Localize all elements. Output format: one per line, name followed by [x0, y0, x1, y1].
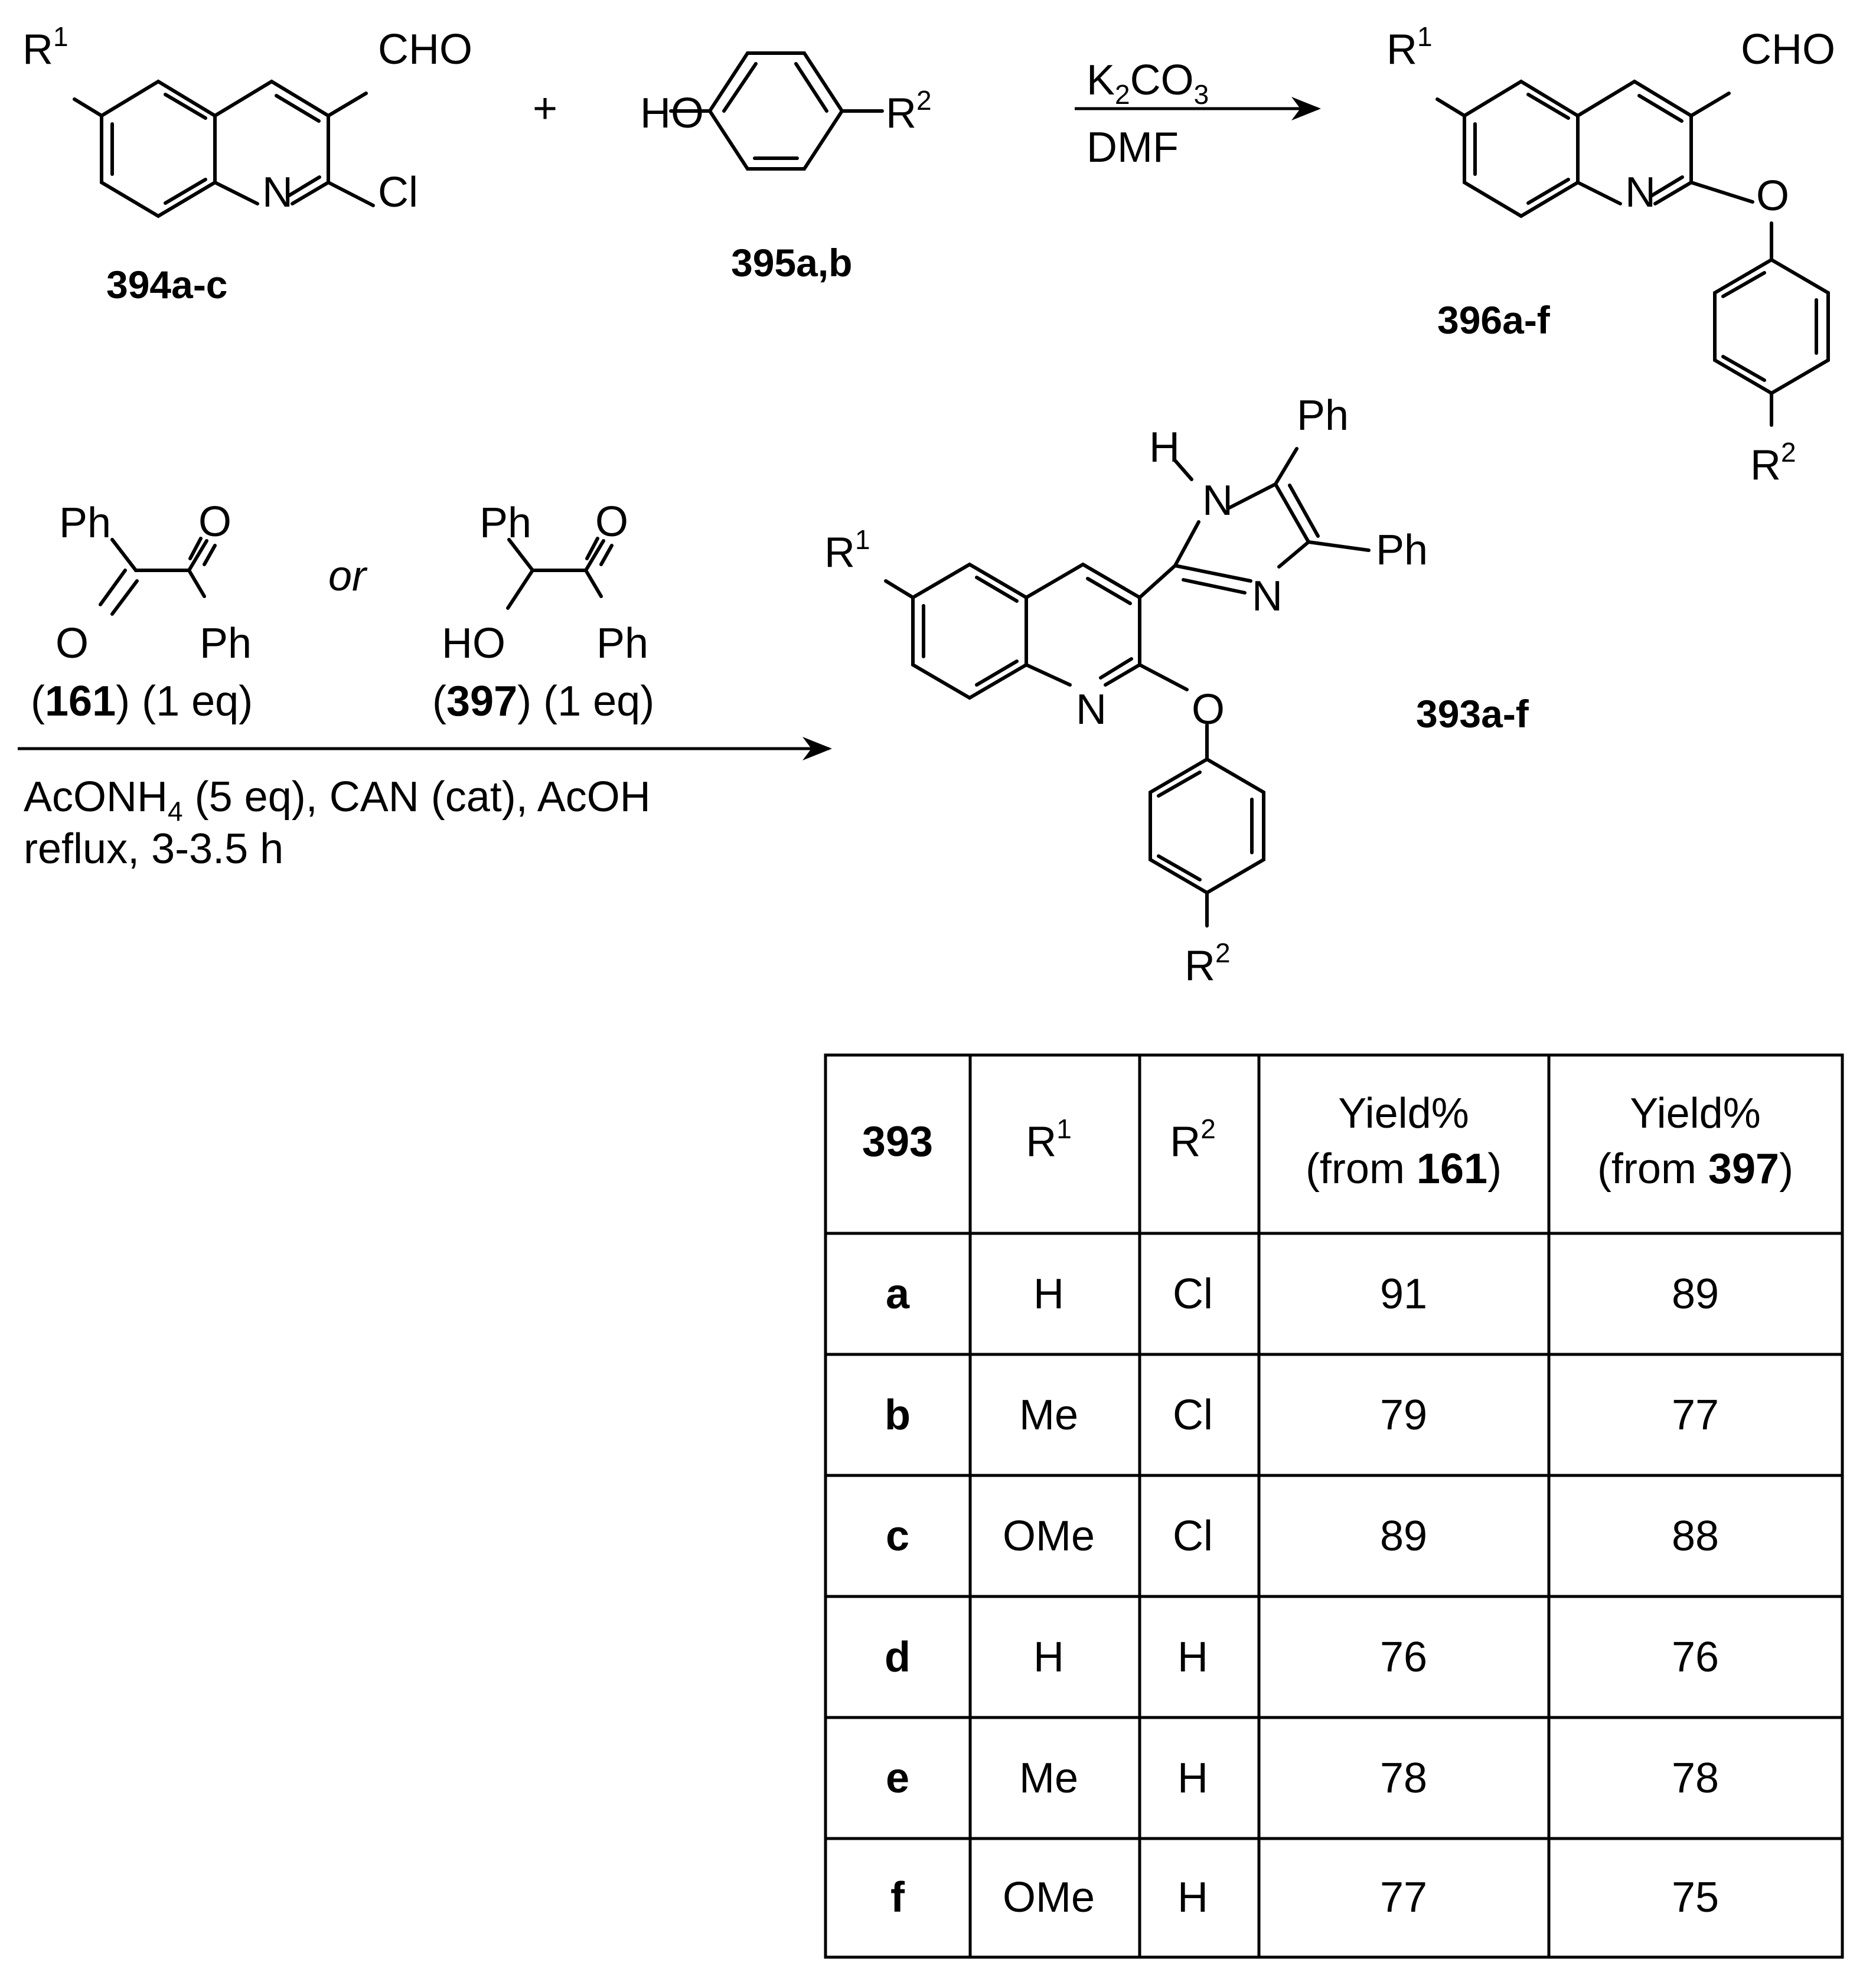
compound-label-395: 395a,b: [731, 241, 852, 285]
table-cell-r2: H: [1177, 1634, 1208, 1681]
table-cell-id: b: [885, 1392, 911, 1439]
atom-R1: R1: [22, 21, 68, 73]
atom-O: O: [1756, 172, 1789, 220]
compound-label-394: 394a-c: [106, 263, 228, 306]
table-cell-yield-397: 75: [1672, 1874, 1719, 1921]
table-cell-yield-161: 78: [1380, 1755, 1427, 1802]
conditions-line-1: AcONH4 (5 eq), CAN (cat), AcOH: [24, 773, 651, 827]
table-cell-yield-161: 89: [1380, 1513, 1427, 1560]
table-row: d H H 76 76: [885, 1634, 1719, 1681]
atom-Ph: Ph: [596, 620, 648, 667]
table-cell-yield-397: 78: [1672, 1755, 1719, 1802]
atom-O: O: [1192, 686, 1225, 733]
atom-O: O: [198, 498, 231, 546]
atom-R2: R2: [1185, 938, 1231, 990]
atom-O: O: [595, 498, 628, 546]
table-row: f OMe H 77 75: [890, 1874, 1719, 1921]
atom-N: N: [1076, 686, 1107, 733]
or-connector: or: [328, 553, 368, 600]
atom-R2: R2: [886, 85, 932, 137]
table-cell-r1: H: [1033, 1271, 1064, 1318]
solvent-dmf: DMF: [1087, 124, 1179, 171]
atom-CHO: CHO: [378, 26, 472, 73]
compound-395-structure: HO R2: [640, 51, 932, 171]
table-cell-r1: OMe: [1003, 1513, 1095, 1560]
table-header-compound: 393: [862, 1118, 933, 1165]
table-header-yield-397-line2: (from 397): [1597, 1145, 1793, 1193]
table-header-r1: R1: [1026, 1114, 1072, 1165]
table-row: b Me Cl 79 77: [885, 1392, 1719, 1439]
reagent-397-label: (397) (1 eq): [432, 678, 654, 725]
table-cell-yield-397: 76: [1672, 1634, 1719, 1681]
atom-Ph: Ph: [479, 499, 531, 547]
atom-Cl: Cl: [378, 169, 418, 216]
atom-Ph: Ph: [1297, 392, 1349, 439]
table-cell-r2: H: [1177, 1755, 1208, 1802]
table-cell-r2: H: [1177, 1874, 1208, 1921]
table-header-yield-397-line1: Yield%: [1630, 1090, 1760, 1137]
table-cell-r2: Cl: [1173, 1392, 1213, 1439]
table-cell-r1: OMe: [1003, 1874, 1095, 1921]
table-cell-id: f: [890, 1874, 905, 1921]
table-cell-yield-397: 77: [1672, 1392, 1719, 1439]
table-cell-r1: H: [1033, 1634, 1064, 1681]
atom-Ph: Ph: [59, 499, 111, 547]
table-cell-yield-161: 79: [1380, 1392, 1427, 1439]
table-cell-yield-161: 77: [1380, 1874, 1427, 1921]
table-cell-id: a: [886, 1271, 910, 1318]
table-cell-id: e: [886, 1755, 909, 1802]
reagent-161-structure: Ph O O Ph: [56, 498, 252, 667]
table-cell-r2: Cl: [1173, 1271, 1213, 1318]
compound-394-structure: R1 CHO N Cl: [22, 21, 472, 218]
atom-N: N: [1625, 169, 1656, 216]
compound-393-structure: R1 N O N H N Ph Ph R2: [824, 392, 1428, 990]
table-header-r2: R2: [1170, 1114, 1216, 1165]
table-header-yield-161-line1: Yield%: [1338, 1090, 1469, 1137]
atom-N: N: [1202, 477, 1233, 524]
plus-sign: +: [533, 85, 557, 132]
atom-Ph: Ph: [1376, 527, 1428, 574]
table-row: e Me H 78 78: [886, 1755, 1719, 1802]
atom-CHO: CHO: [1741, 26, 1835, 73]
atom-N: N: [262, 169, 293, 216]
table-header-yield-161-line2: (from 161): [1306, 1145, 1502, 1193]
table-row: c OMe Cl 89 88: [886, 1513, 1719, 1560]
table-cell-yield-161: 76: [1380, 1634, 1427, 1681]
atom-Ph: Ph: [200, 620, 252, 667]
atom-HO: HO: [442, 620, 505, 667]
yield-table: 393 R1 R2 Yield% (from 161) Yield% (from…: [824, 1053, 1844, 1959]
compound-label-396: 396a-f: [1437, 298, 1551, 342]
table-cell-yield-397: 89: [1672, 1271, 1719, 1318]
compound-396-structure: R1 CHO N O R2: [1386, 21, 1835, 489]
table-cell-r2: Cl: [1173, 1513, 1213, 1560]
atom-O: O: [56, 620, 89, 667]
reagent-161-label: (161) (1 eq): [31, 678, 253, 725]
table-cell-r1: Me: [1019, 1392, 1078, 1439]
atom-H: H: [1149, 424, 1180, 471]
atom-R1: R1: [1386, 21, 1433, 73]
table-cell-yield-397: 88: [1672, 1513, 1719, 1560]
atom-N: N: [1252, 573, 1283, 620]
conditions-line-2: reflux, 3-3.5 h: [24, 825, 283, 873]
reagent-397-structure: Ph O HO Ph: [442, 498, 648, 667]
table-cell-id: c: [886, 1513, 909, 1560]
reagent-k2co3: K2CO3: [1087, 57, 1209, 110]
table-cell-yield-161: 91: [1380, 1271, 1427, 1318]
atom-R2: R2: [1750, 437, 1796, 489]
table-cell-r1: Me: [1019, 1755, 1078, 1802]
atom-HO: HO: [640, 90, 704, 137]
table-cell-id: d: [885, 1634, 911, 1681]
compound-label-393: 393a-f: [1416, 692, 1529, 736]
table-row: a H Cl 91 89: [886, 1271, 1719, 1318]
atom-R1: R1: [824, 524, 870, 576]
